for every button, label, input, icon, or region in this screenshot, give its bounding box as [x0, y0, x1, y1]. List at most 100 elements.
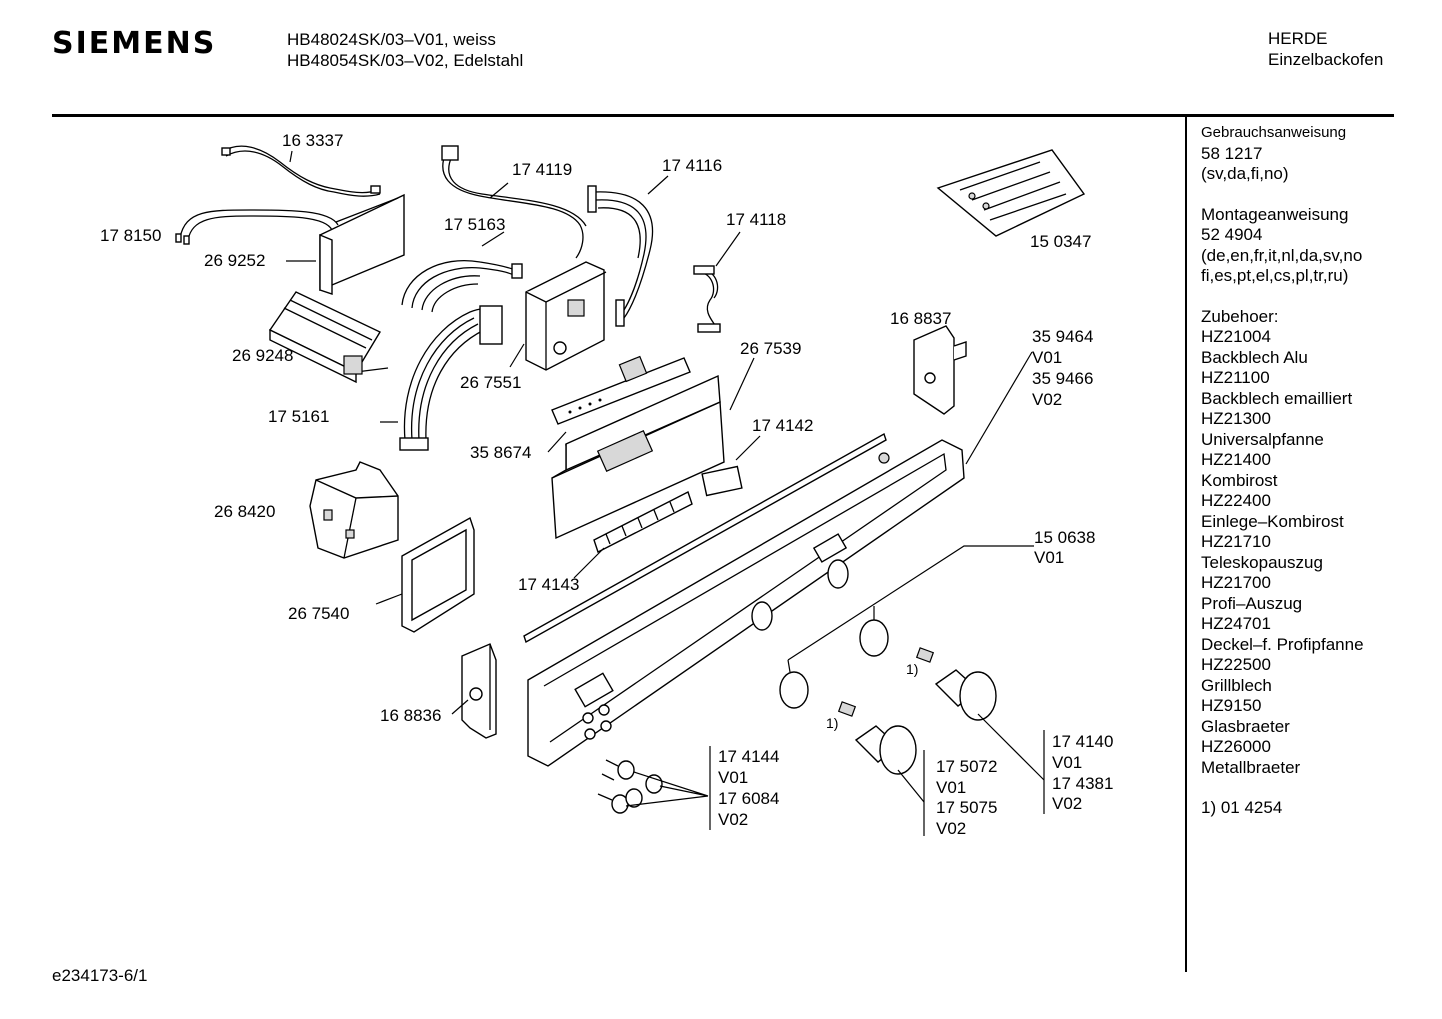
- accessory-name: Deckel–f. Profipfanne: [1201, 634, 1364, 654]
- label-174116: 17 4116: [662, 156, 722, 175]
- harness-175161: [399, 305, 503, 451]
- control-housing-267539: [551, 374, 725, 540]
- label-168836: 16 8836: [380, 706, 441, 725]
- label-175163: 17 5163: [444, 215, 505, 234]
- harness-175163: [401, 260, 523, 313]
- manual-title: Gebrauchsanweisung: [1201, 124, 1347, 141]
- accessories-title: Zubehoer:: [1201, 306, 1279, 326]
- exploded-parts-diagram: 16 3337 17 8150 26 9252 26 9248 17 5161 …: [100, 131, 1113, 838]
- footnote: 1) 01 4254: [1201, 798, 1283, 817]
- assembly-languages-1: (de,en,fr,it,nl,da,sv,no: [1201, 245, 1363, 265]
- label-175161: 17 5161: [268, 407, 329, 426]
- label-150638-variant: V01: [1034, 548, 1064, 567]
- documents-and-accessories-panel: Gebrauchsanweisung 58 1217 (sv,da,fi,no)…: [1201, 123, 1431, 819]
- manual-languages: (sv,da,fi,no): [1201, 164, 1289, 183]
- label-359464-variant: V01: [1032, 348, 1062, 367]
- manual-number: 58 1217: [1201, 143, 1263, 163]
- accessory-name: Universalpfanne: [1201, 429, 1324, 449]
- board-269252: [319, 193, 405, 295]
- label-267539: 26 7539: [740, 339, 801, 358]
- label-150347: 15 0347: [1030, 232, 1091, 251]
- label-175072: 17 5072: [936, 757, 997, 776]
- accessory-name: Glasbraeter: [1201, 716, 1290, 736]
- ring-right: [859, 619, 889, 657]
- window-174142: [701, 465, 743, 497]
- knob-174140: [915, 647, 997, 721]
- model-line-2: HB48054SK/03–V02, Edelstahl: [287, 51, 524, 70]
- label-175072-variant: V01: [936, 778, 966, 797]
- label-176084-variant: V02: [718, 810, 748, 829]
- category-line-1: HERDE: [1268, 29, 1328, 48]
- accessory-code: HZ26000: [1201, 737, 1271, 756]
- label-269248: 26 9248: [232, 346, 293, 365]
- label-174118: 17 4118: [726, 210, 786, 229]
- label-150638: 15 0638: [1034, 528, 1095, 547]
- label-174144-variant: V01: [718, 768, 748, 787]
- label-359464: 35 9464: [1032, 327, 1093, 346]
- brand-logo: SIEMENS: [52, 26, 217, 61]
- terminal-strip-269248: [268, 291, 389, 384]
- label-359466: 35 9466: [1032, 369, 1093, 388]
- module-267551: [525, 261, 607, 371]
- wire-174118: [693, 265, 721, 333]
- label-267551: 26 7551: [460, 373, 521, 392]
- wire-178150: [175, 209, 339, 245]
- label-175075-variant: V02: [936, 819, 966, 838]
- accessory-name: Profi–Auszug: [1201, 593, 1303, 613]
- accessory-code: HZ24701: [1201, 614, 1271, 633]
- accessory-code: HZ22500: [1201, 655, 1271, 674]
- seal-strip: [523, 432, 887, 644]
- label-174143: 17 4143: [518, 575, 579, 594]
- label-163337: 16 3337: [282, 131, 343, 150]
- footnote-marker-a: 1): [826, 715, 838, 731]
- label-174381: 17 4381: [1052, 774, 1113, 793]
- accessory-code: HZ21400: [1201, 450, 1271, 469]
- sidebar-divider: [1185, 117, 1187, 972]
- label-269252: 26 9252: [204, 251, 265, 270]
- display-board-358674: [551, 355, 691, 425]
- wire-174116: [587, 185, 654, 327]
- accessory-name: Teleskopauszug: [1201, 552, 1323, 572]
- label-174140-variant: V01: [1052, 753, 1082, 772]
- leader-lines: [286, 150, 1045, 836]
- assembly-number: 52 4904: [1201, 225, 1263, 244]
- label-176084: 17 6084: [718, 789, 779, 808]
- drawing-id: e234173-6/1: [52, 966, 148, 985]
- bracket-168837: [913, 325, 967, 415]
- assembly-languages-2: fi,es,pt,el,cs,pl,tr,ru): [1201, 266, 1349, 285]
- model-line-1: HB48024SK/03–V01, weiss: [287, 30, 496, 49]
- appliance-category: HERDE Einzelbackofen: [1268, 28, 1383, 70]
- ring-left: [779, 671, 809, 709]
- label-174140: 17 4140: [1052, 732, 1113, 751]
- wire-174119: [441, 145, 587, 259]
- label-168837: 16 8837: [890, 309, 951, 328]
- accessory-code: HZ21710: [1201, 532, 1271, 551]
- frame-267540: [401, 516, 475, 633]
- accessory-code: HZ9150: [1201, 696, 1262, 715]
- accessory-code: HZ21004: [1201, 327, 1271, 346]
- accessory-code: HZ21100: [1201, 368, 1270, 387]
- category-line-2: Einzelbackofen: [1268, 50, 1384, 69]
- label-174119: 17 4119: [512, 160, 572, 179]
- knob-175072: [837, 701, 917, 775]
- label-268420: 26 8420: [214, 502, 275, 521]
- accessory-name: Einlege–Kombirost: [1201, 511, 1344, 531]
- accessory-name: Backblech emailliert: [1201, 388, 1353, 408]
- buttons-174143: [593, 491, 693, 553]
- footnote-marker-b: 1): [906, 661, 918, 677]
- label-174144: 17 4144: [718, 747, 779, 766]
- label-359466-variant: V02: [1032, 390, 1062, 409]
- header-divider: [52, 114, 1394, 117]
- fixing-kit-150347: [936, 149, 1086, 237]
- label-174381-variant: V02: [1052, 794, 1082, 813]
- label-267540: 26 7540: [288, 604, 349, 623]
- accessory-name: Backblech Alu: [1201, 347, 1308, 367]
- model-list: HB48024SK/03–V01, weiss HB48054SK/03–V02…: [287, 29, 523, 71]
- label-174142: 17 4142: [752, 416, 813, 435]
- accessory-code: HZ22400: [1201, 491, 1271, 510]
- bracket-168836: [461, 643, 497, 739]
- assembly-title: Montageanweisung: [1201, 204, 1349, 224]
- wire-163337: [221, 145, 381, 197]
- label-178150: 17 8150: [100, 226, 161, 245]
